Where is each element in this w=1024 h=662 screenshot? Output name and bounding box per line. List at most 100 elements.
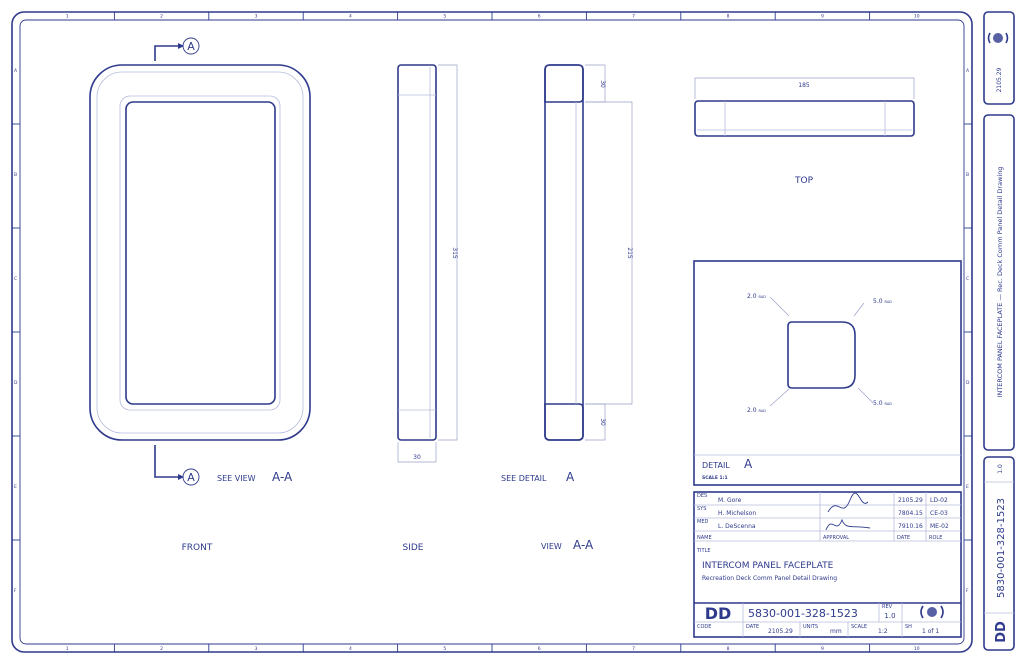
grid-row-label: E [966, 484, 969, 490]
grid-row-label: C [14, 276, 17, 282]
svg-text:A: A [566, 470, 575, 484]
section-marker-top [182, 37, 200, 55]
signoff-role: DES [697, 493, 707, 499]
svg-text:TITLE: TITLE [696, 548, 711, 554]
side-view: 315 30 SIDE [397, 64, 458, 553]
grid-column-label: 1 [66, 14, 69, 20]
section-marker-label: A [187, 40, 195, 53]
signoff-role: SYS [697, 506, 706, 512]
signoff-date: 7910.16 [898, 523, 923, 530]
grid-row-label: C [966, 276, 969, 282]
signoff-name: M. Gore [718, 497, 742, 504]
grid-column-label: 7 [632, 646, 635, 652]
grid-column-label: 6 [538, 14, 541, 20]
svg-text:2.0 RAD: 2.0 RAD [747, 293, 766, 300]
svg-text:CODE: CODE [697, 624, 711, 630]
grid-row-label: A [966, 68, 970, 74]
svg-text:SH: SH [905, 624, 912, 630]
signoff-name: L. DeScenna [718, 523, 756, 530]
section-view-label: VIEW [541, 542, 562, 551]
svg-text:A: A [744, 457, 753, 471]
grid-column-label: 4 [349, 14, 352, 20]
sheet-border-outer [11, 11, 973, 653]
grid-row-label: D [966, 380, 970, 386]
section-view-a-a: 30 215 30 SEE DETAIL A VIEW A-A [501, 64, 633, 552]
grid-column-label: 9 [821, 646, 824, 652]
svg-text:SCALE: SCALE [851, 624, 867, 630]
grid-column-label: 10 [914, 14, 920, 20]
svg-text:1:2: 1:2 [878, 628, 888, 635]
svg-text:APPROVAL: APPROVAL [823, 535, 849, 541]
grid-column-label: 2 [160, 14, 163, 20]
grid-column-label: 5 [443, 14, 446, 20]
svg-text:5.0 RAD: 5.0 RAD [873, 400, 892, 407]
svg-text:UNITS: UNITS [803, 624, 818, 630]
svg-text:NAME: NAME [697, 535, 712, 541]
svg-text:5830-001-328-1523: 5830-001-328-1523 [996, 498, 1007, 598]
drawing-title: INTERCOM PANEL FACEPLATE [702, 561, 834, 571]
svg-text:A-A: A-A [272, 470, 293, 484]
grid-column-label: 10 [914, 646, 920, 652]
see-detail-label: SEE DETAIL [501, 474, 547, 483]
top-view: 185 TOP [694, 77, 915, 186]
svg-text:1 of 1: 1 of 1 [922, 628, 939, 635]
grid-column-label: 8 [727, 14, 730, 20]
dim-top-width: 185 [798, 82, 810, 89]
signoff-date: 7804.15 [898, 510, 923, 517]
svg-text:ROLE: ROLE [929, 535, 942, 541]
grid-column-label: 3 [255, 646, 258, 652]
grid-column-label: 5 [443, 646, 446, 652]
svg-text:30: 30 [599, 418, 606, 426]
detail-corner-profile [787, 321, 856, 389]
grid-row-label: B [966, 172, 969, 178]
grid-column-label: 3 [255, 14, 258, 20]
svg-text:1.0: 1.0 [997, 464, 1004, 474]
drawing-subtitle: Recreation Deck Comm Panel Detail Drawin… [702, 575, 837, 582]
top-view-label: TOP [794, 176, 814, 186]
grid-row-label: F [966, 588, 969, 594]
svg-text:A-A: A-A [573, 538, 594, 552]
front-view-label: FRONT [182, 543, 213, 553]
grid-column-label: 4 [349, 646, 352, 652]
svg-text:DATE: DATE [746, 624, 759, 630]
signoff-code: LD-02 [930, 497, 948, 504]
detail-scale: SCALE 1:1 [702, 475, 728, 481]
signoff-name: H. Michelson [718, 510, 756, 517]
svg-text:2105.29: 2105.29 [996, 67, 1003, 92]
approval-signatures [825, 492, 871, 531]
svg-text:DATE: DATE [897, 535, 910, 541]
grid-column-label: 7 [632, 14, 635, 20]
grid-column-label: 6 [538, 646, 541, 652]
grid-row-label: E [14, 484, 17, 490]
grid-row-label: A [14, 68, 18, 74]
emblem-icon [993, 33, 1003, 43]
see-view-label: SEE VIEW [217, 474, 256, 483]
signoff-role: MED [697, 519, 708, 525]
grid-column-label: 8 [727, 646, 730, 652]
grid-row-label: B [14, 172, 17, 178]
sheet-border-inner [19, 19, 965, 645]
svg-text:mm: mm [830, 628, 842, 635]
svg-text:A: A [187, 471, 195, 484]
detail-title: DETAIL [702, 461, 730, 470]
svg-text:30: 30 [599, 80, 606, 88]
front-view: A A SEE VIEW A-A FRONT [89, 37, 311, 553]
side-strip: 2105.29 INTERCOM PANEL FACEPLATE — Rec. … [983, 11, 1015, 651]
revision: 1.0 [884, 612, 895, 620]
dim-side-width: 30 [413, 454, 421, 461]
emblem-icon [920, 605, 944, 619]
grid-row-label: D [14, 380, 18, 386]
dim-side-height: 315 [451, 247, 458, 259]
svg-text:REV: REV [882, 604, 893, 610]
svg-text:2105.29: 2105.29 [768, 628, 793, 635]
grid-column-label: 9 [821, 14, 824, 20]
signoff-code: CE-03 [930, 510, 948, 517]
svg-text:DD: DD [994, 621, 1009, 643]
detail-a-box: 2.0 RAD 5.0 RAD 2.0 RAD 5.0 RAD DETAIL A… [693, 260, 962, 486]
svg-text:215: 215 [626, 247, 633, 259]
svg-text:INTERCOM PANEL FACEPLATE — R: INTERCOM PANEL FACEPLATE — Rec. Deck Com… [996, 167, 1004, 398]
signoff-date: 2105.29 [898, 497, 923, 504]
grid-column-label: 2 [160, 646, 163, 652]
